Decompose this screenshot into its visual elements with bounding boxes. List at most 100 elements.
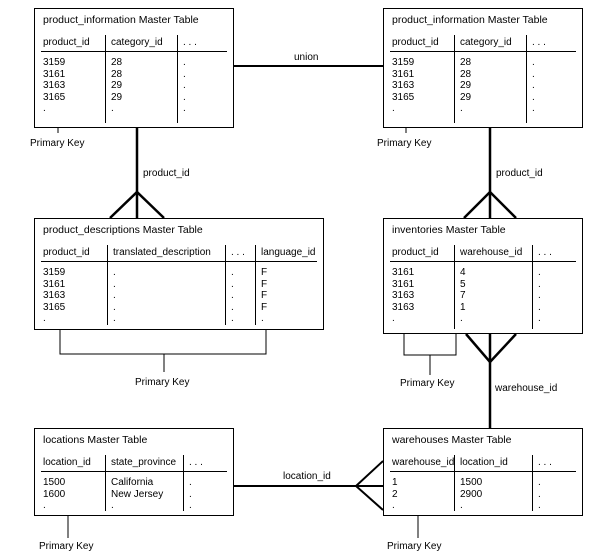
table-cell: . [538, 500, 541, 511]
column-header: category_id [460, 37, 512, 48]
table-cell: . [111, 500, 114, 511]
table-cell: California [111, 477, 154, 488]
table-cell: 5 [460, 278, 466, 290]
pk-bracket-pd [59, 330, 267, 355]
product-id-left-crowfoot [109, 190, 165, 219]
table-cell: 28 [111, 57, 123, 68]
table-cell: 3163 [392, 290, 415, 301]
column-header: location_id [43, 457, 91, 468]
table-title: inventories Master Table [392, 224, 506, 236]
table-cell: F [261, 290, 268, 301]
table-cell: . [392, 313, 395, 324]
table-cell: . [532, 57, 535, 68]
column-separator [532, 455, 533, 511]
table-cell: . [43, 313, 46, 324]
table-cell: 1600 [43, 488, 66, 500]
table-cell: . [538, 278, 541, 290]
table-cell: 3159 [43, 57, 66, 68]
table-title: product_descriptions Master Table [43, 224, 203, 236]
product-id-left-label: product_id [143, 168, 190, 179]
table-cell: . [261, 313, 264, 324]
table-cell: 3159 [392, 57, 415, 68]
primary-key-label-pi-right: Primary Key [377, 138, 432, 149]
column-header: category_id [111, 37, 163, 48]
warehouse-id-label: warehouse_id [495, 383, 558, 394]
table-cell: . [113, 290, 116, 301]
table-cell: 1500 [43, 477, 66, 488]
table-cell: . [189, 500, 192, 511]
table-cell: . [231, 267, 234, 278]
table-cell: 2 [392, 488, 398, 500]
table-cell: 3161 [392, 68, 415, 80]
primary-key-label-wh: Primary Key [387, 541, 442, 552]
column-header: location_id [460, 457, 508, 468]
table-cell: F [261, 278, 268, 290]
table-cell: 28 [460, 68, 472, 80]
column-header: language_id [261, 247, 316, 258]
column-separator [105, 35, 106, 123]
column-header: product_id [392, 37, 439, 48]
header-rule [41, 261, 317, 262]
column-header: . . . [183, 37, 197, 48]
table-cell: 29 [460, 91, 472, 103]
table-cell: . [392, 103, 395, 114]
header-rule [390, 471, 576, 472]
table-cell: . [460, 500, 463, 511]
table-cell: . [183, 91, 186, 103]
table-cell: F [261, 267, 268, 278]
table-cell: 29 [111, 80, 123, 91]
column-header: . . . [231, 247, 245, 258]
table-cell: 3165 [392, 91, 415, 103]
table-cell: 4 [460, 267, 466, 278]
union-label: union [294, 52, 319, 63]
table-cell: . [538, 267, 541, 278]
column-header: . . . [189, 457, 203, 468]
column-separator [255, 245, 256, 325]
table-cell: . [538, 301, 541, 313]
table-cell: . [460, 313, 463, 324]
table-cell: . [460, 103, 463, 114]
table-cell: . [532, 91, 535, 103]
table-cell: 28 [111, 68, 123, 80]
column-separator [454, 35, 455, 123]
column-header: warehouse_id [460, 247, 523, 258]
table-cell: 3163 [392, 80, 415, 91]
table-cell: . [538, 313, 541, 324]
table-cell: 1 [460, 301, 466, 313]
table-cell: . [189, 477, 192, 488]
column-header: state_province [111, 457, 177, 468]
table-cell: . [43, 500, 46, 511]
table-cell: . [189, 488, 192, 500]
header-rule [41, 471, 227, 472]
table-cell: 3163 [43, 80, 66, 91]
table-cell: 3165 [43, 91, 66, 103]
column-header: . . . [532, 37, 546, 48]
column-separator [526, 35, 527, 123]
table-title: product_information Master Table [43, 14, 199, 26]
table-cell: . [538, 488, 541, 500]
table-cell: . [231, 301, 234, 313]
table-cell: . [392, 500, 395, 511]
table-cell: 29 [111, 91, 123, 103]
location-id-crowfoot [354, 460, 384, 511]
table-cell: 7 [460, 290, 466, 301]
table-loc: locations Master Table location_id state_p… [34, 428, 234, 516]
column-header: product_id [43, 37, 90, 48]
table-cell: 3161 [43, 68, 66, 80]
table-cell: . [183, 68, 186, 80]
table-title: locations Master Table [43, 434, 148, 446]
warehouse-id-crowfoot [465, 333, 517, 364]
table-cell: 3163 [392, 301, 415, 313]
column-header: warehouse_id [392, 457, 455, 468]
column-separator [105, 455, 106, 511]
table-cell: . [183, 80, 186, 91]
table-cell: 3165 [43, 301, 66, 313]
table-cell: . [231, 313, 234, 324]
table-cell: . [43, 103, 46, 114]
primary-key-label-pd: Primary Key [135, 377, 190, 388]
column-header: . . . [538, 247, 552, 258]
